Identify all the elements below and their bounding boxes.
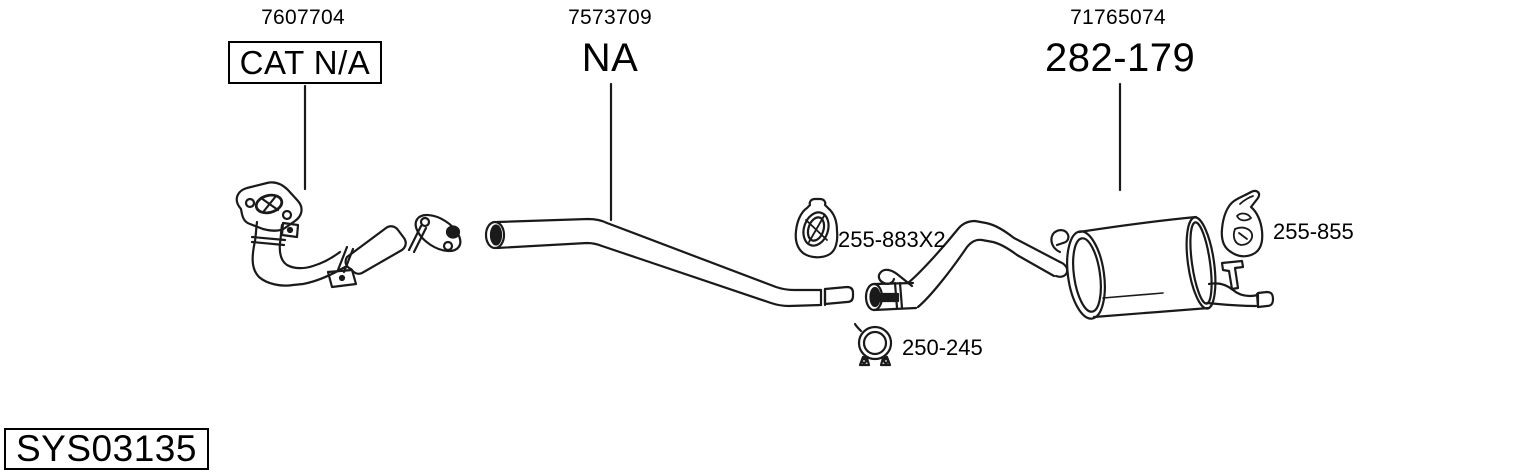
part-number-front-pipe: 7607704 <box>261 6 345 29</box>
rear-flange <box>409 208 466 259</box>
flange-bolt-hole <box>246 199 254 207</box>
pipe-bracket <box>282 223 298 237</box>
pipe-tip <box>825 287 853 304</box>
pipe-clamp-icon <box>855 324 891 365</box>
fitting-code-pipe-clamp: 250-245 <box>902 335 983 360</box>
flange-bolt-hole <box>421 218 429 226</box>
hanger-rod <box>1051 230 1068 252</box>
muffler-front-face <box>1062 229 1110 321</box>
system-code-box: SYS03135 <box>4 428 209 470</box>
flange-bolt-hole <box>444 242 452 250</box>
fitting-code-rubber-mounting: 255-855 <box>1273 219 1354 244</box>
center-pipe-drawing <box>486 219 853 306</box>
flex-section <box>346 226 406 274</box>
pipe-open-end <box>486 222 504 248</box>
part-number-center-pipe: 7573709 <box>568 6 652 29</box>
part-number-rear-silencer: 71765074 <box>1070 6 1166 29</box>
fitting-code-rubber-mounting: 255-883X2 <box>838 227 946 252</box>
rubber-hanger-icon <box>1222 191 1262 256</box>
tail-bracket <box>1222 261 1243 289</box>
tail-pipe <box>1209 283 1258 296</box>
muffler-rear-cap <box>1182 216 1221 311</box>
flange-bolt-hole <box>283 211 291 219</box>
rear-silencer-drawing <box>866 216 1273 321</box>
front-pipe-drawing <box>237 182 467 287</box>
leader-lines <box>305 84 1120 220</box>
hanger-rod <box>879 270 912 286</box>
tail-pipe-tip <box>1258 292 1273 307</box>
muffler-body <box>1079 217 1196 232</box>
rubber-hanger-icon <box>796 199 837 257</box>
flange-bore <box>254 193 283 216</box>
bottom-bracket <box>328 270 356 287</box>
callout-center-pipe: NA <box>581 36 639 80</box>
callout-rear-silencer: 282-179 <box>1045 36 1196 80</box>
callout-front-pipe: CAT N/A <box>228 41 382 84</box>
front-flange <box>237 182 302 230</box>
